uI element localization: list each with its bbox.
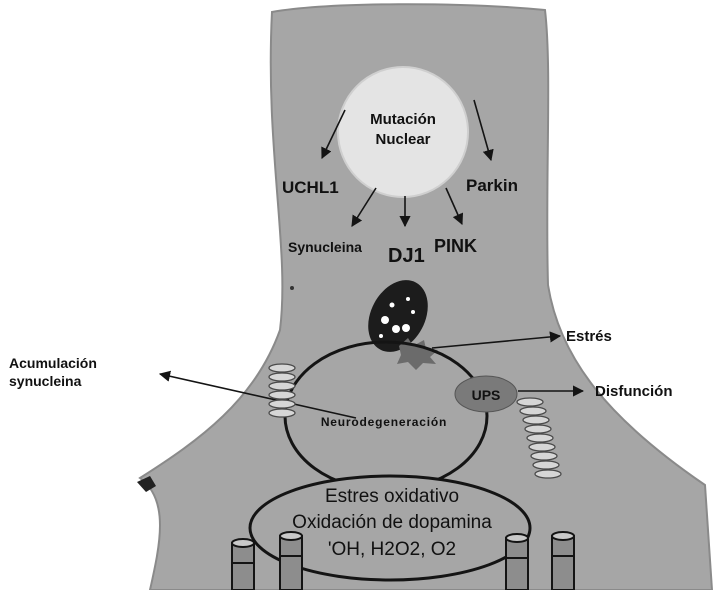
channel-3 <box>506 534 528 590</box>
gene-pink: PINK <box>434 236 477 256</box>
oxidative-line1: Estres oxidativo <box>325 486 459 507</box>
membrane-dot <box>290 286 294 290</box>
label-ups: UPS <box>472 387 501 403</box>
gene-synucleina: Synucleina <box>288 239 362 255</box>
nucleus-title-line2: Nuclear <box>375 131 430 148</box>
gene-parkin: Parkin <box>466 176 518 195</box>
channel-4 <box>552 532 574 590</box>
channel-2 <box>280 532 302 590</box>
label-neurodegeneracion: Neurodegeneración <box>321 415 447 429</box>
oxidative-line3: 'OH, H2O2, O2 <box>328 539 456 560</box>
channel-1 <box>232 539 254 590</box>
oxidative-line2: Oxidación de dopamina <box>292 512 492 533</box>
label-disfuncion: Disfunción <box>595 383 673 400</box>
label-acumulacion-line2: synucleina <box>9 373 82 389</box>
nucleus-title-line1: Mutación <box>370 111 436 128</box>
gene-dj1: DJ1 <box>388 245 425 267</box>
label-estres: Estrés <box>566 328 612 345</box>
gene-uchl1: UCHL1 <box>282 178 339 197</box>
label-acumulacion-line1: Acumulación <box>9 355 97 371</box>
